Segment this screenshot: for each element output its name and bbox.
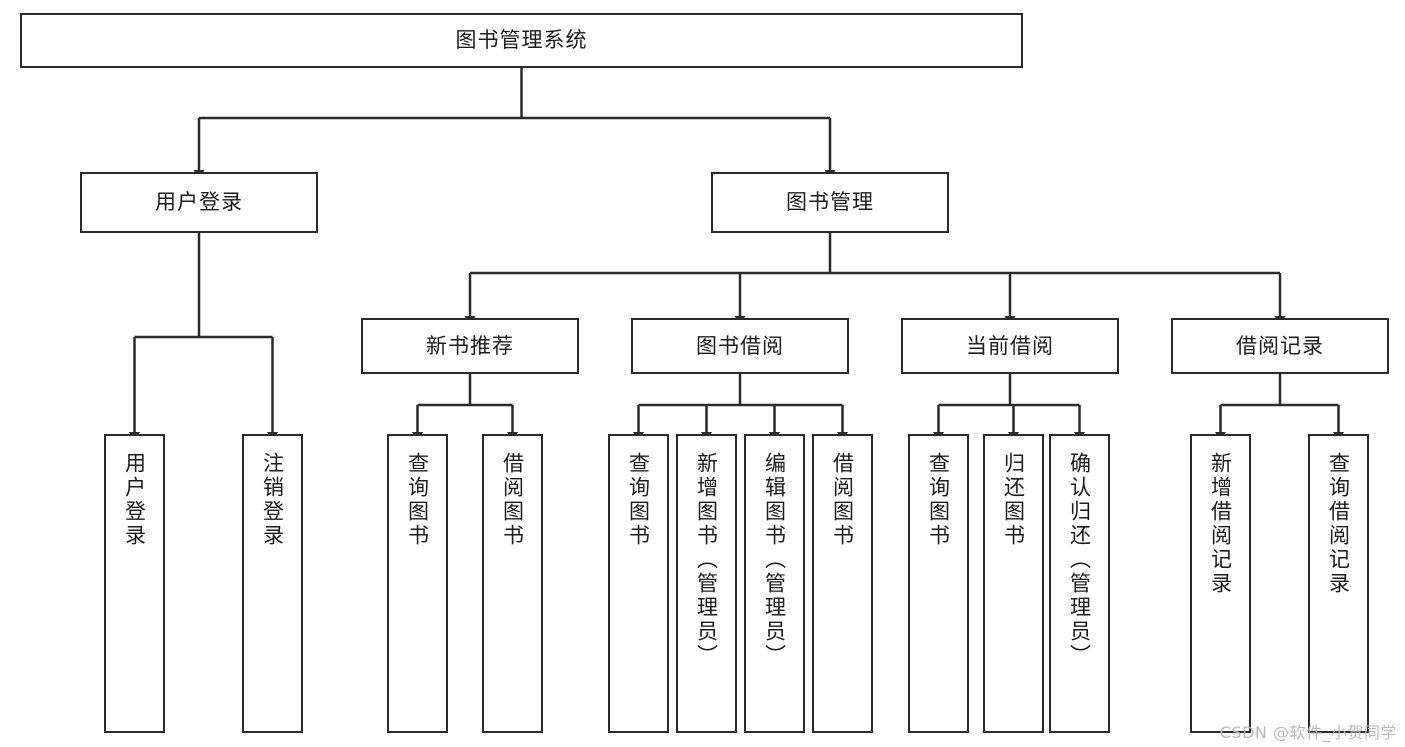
node-label-l_logout: 注销登录 — [260, 452, 285, 548]
node-b_query[interactable]: 查询图书 — [608, 434, 669, 733]
node-label-newrec: 新书推荐 — [426, 333, 514, 358]
node-l_login[interactable]: 用户登录 — [104, 434, 165, 733]
node-c_return[interactable]: 归还图书 — [983, 434, 1044, 733]
node-label-borrow: 图书借阅 — [696, 333, 784, 358]
node-root[interactable]: 图书管理系统 — [20, 13, 1023, 68]
node-label-l_login: 用户登录 — [122, 452, 147, 548]
node-current[interactable]: 当前借阅 — [901, 318, 1119, 374]
node-b_edit[interactable]: 编辑图书（管理员） — [744, 434, 805, 733]
node-label-current: 当前借阅 — [966, 333, 1054, 358]
node-c_confirm[interactable]: 确认归还（管理员） — [1049, 434, 1110, 733]
node-label-h_add: 新增借阅记录 — [1208, 452, 1233, 596]
node-bookmgmt[interactable]: 图书管理 — [711, 172, 949, 233]
node-label-n_query: 查询图书 — [405, 452, 430, 548]
node-c_query[interactable]: 查询图书 — [908, 434, 969, 733]
node-label-bookmgmt: 图书管理 — [786, 190, 874, 215]
node-n_query[interactable]: 查询图书 — [387, 434, 448, 733]
node-label-history: 借阅记录 — [1236, 333, 1324, 358]
node-history[interactable]: 借阅记录 — [1171, 318, 1389, 374]
node-label-b_query: 查询图书 — [626, 452, 651, 548]
node-label-b_edit: 编辑图书（管理员） — [762, 452, 787, 668]
node-borrow[interactable]: 图书借阅 — [631, 318, 849, 374]
node-h_query[interactable]: 查询借阅记录 — [1308, 434, 1369, 733]
node-label-b_lend: 借阅图书 — [830, 452, 855, 548]
node-label-b_add: 新增图书（管理员） — [694, 452, 719, 668]
node-label-c_confirm: 确认归还（管理员） — [1067, 452, 1092, 668]
watermark: CSDN @软件_小贺同学 — [1219, 723, 1397, 742]
node-n_borrow[interactable]: 借阅图书 — [482, 434, 543, 733]
node-label-c_return: 归还图书 — [1001, 452, 1026, 548]
node-newrec[interactable]: 新书推荐 — [361, 318, 579, 374]
node-b_add[interactable]: 新增图书（管理员） — [676, 434, 737, 733]
node-b_lend[interactable]: 借阅图书 — [812, 434, 873, 733]
node-label-login: 用户登录 — [155, 190, 243, 215]
node-l_logout[interactable]: 注销登录 — [242, 434, 303, 733]
node-label-n_borrow: 借阅图书 — [500, 452, 525, 548]
node-label-h_query: 查询借阅记录 — [1326, 452, 1351, 596]
node-label-c_query: 查询图书 — [926, 452, 951, 548]
node-h_add[interactable]: 新增借阅记录 — [1190, 434, 1251, 733]
node-login[interactable]: 用户登录 — [80, 172, 318, 233]
node-label-root: 图书管理系统 — [455, 28, 588, 53]
